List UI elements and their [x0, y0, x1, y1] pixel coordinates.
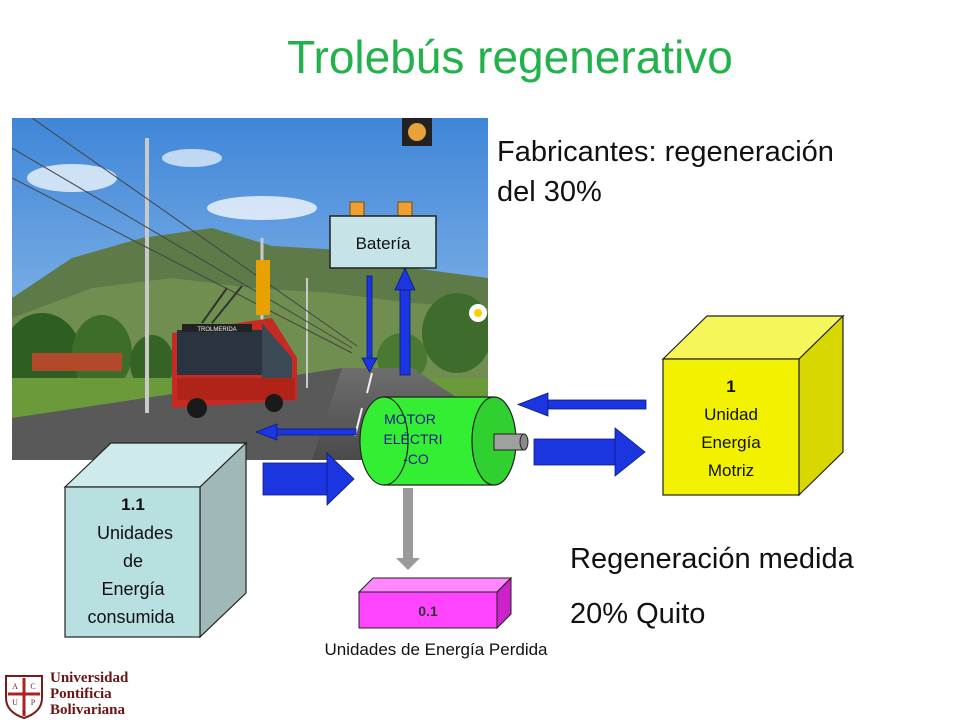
energy-consumed-line-1: Unidades [97, 523, 173, 543]
energy-unit-line-1: Unidad [704, 405, 758, 424]
arrow-motor-to-unit [533, 427, 646, 477]
manufacturers-line-2: del 30% [497, 176, 602, 208]
logo-line-3: Bolivariana [50, 702, 126, 718]
svg-text:U: U [12, 698, 18, 707]
trolleybus-illustration: TROLMERIDA [172, 285, 297, 418]
energy-consumed-cube [63, 441, 248, 639]
measured-line-1: Regeneración medida [570, 543, 854, 575]
university-logo: A C U P B Universidad Pontificia Bolivar… [2, 668, 152, 720]
energy-lost-value: 0.1 [418, 603, 438, 619]
manufacturers-text: Fabricantes: regeneración del 30% [497, 132, 834, 212]
measured-line-2: 20% Quito [570, 598, 706, 630]
university-shield-icon: A C U P B [5, 675, 43, 720]
svg-text:A: A [12, 682, 18, 691]
logo-line-1: Universidad [50, 670, 129, 686]
arrow-to-consumed-thin [254, 423, 357, 441]
logo-line-2: Pontificia [50, 686, 112, 702]
energy-unit-value: 1 [726, 377, 735, 396]
motor-label-2: ELÉCTRI [383, 431, 442, 447]
energy-consumed-line-3: Energía [101, 579, 165, 599]
arrow-consumed-to-motor [262, 452, 355, 506]
energy-unit-cube [661, 314, 845, 497]
battery-label: Batería [356, 234, 411, 253]
electric-motor [359, 396, 529, 486]
svg-text:C: C [30, 682, 35, 691]
battery-down-arrow [361, 275, 378, 373]
arrow-motor-to-lost [396, 488, 420, 570]
trolleybus-photo: TROLMERIDA [12, 118, 488, 460]
battery-up-arrow [394, 267, 416, 376]
battery-box [329, 215, 437, 269]
energy-unit-line-3: Motriz [708, 461, 754, 480]
university-name: Universidad Pontificia Bolivariana [50, 670, 128, 718]
energy-lost-box [357, 576, 513, 630]
measured-regeneration: Regeneración medida 20% Quito [570, 532, 854, 642]
arrow-unit-to-motor [516, 392, 647, 417]
page-title: Trolebús regenerativo [287, 31, 733, 83]
motor-label-3: -CO [403, 451, 429, 467]
energy-consumed-value: 1.1 [121, 495, 145, 514]
energy-unit-line-2: Energía [701, 433, 761, 452]
energy-consumed-line-2: de [123, 551, 143, 571]
svg-text:P: P [31, 698, 36, 707]
motor-label-1: MOTOR [384, 411, 436, 427]
manufacturers-line-1: Fabricantes: regeneración [497, 136, 834, 168]
energy-lost-caption: Unidades de Energía Perdida [324, 640, 548, 659]
bus-destination-sign: TROLMERIDA [197, 327, 236, 333]
svg-text:B: B [22, 710, 26, 716]
energy-consumed-line-4: consumida [87, 607, 175, 627]
